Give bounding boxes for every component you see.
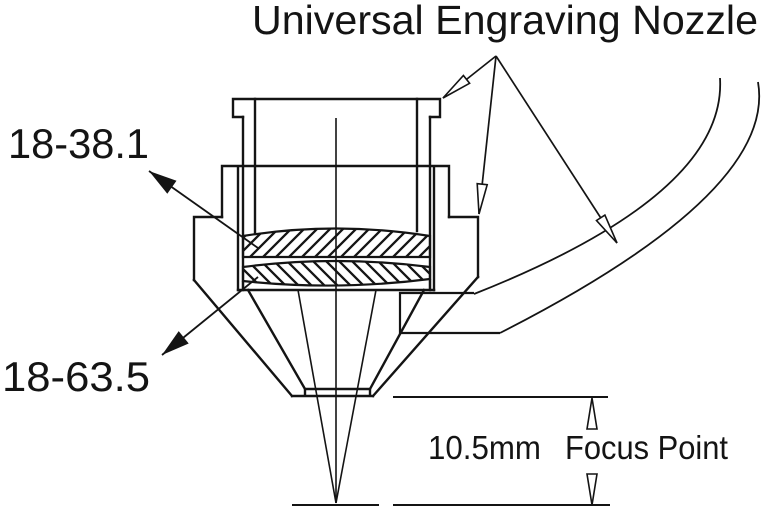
open-arrowhead-cap (442, 74, 471, 99)
mounting-assembly (398, 77, 761, 335)
mounting-block (398, 291, 500, 335)
nozzle-inner-cone (246, 288, 426, 391)
tube-arc-outer (473, 77, 721, 295)
nozzle-cone (192, 275, 480, 398)
open-arrowhead-dim-down (586, 473, 598, 506)
laser-beam-right (335, 289, 377, 504)
laser-beam-left (297, 289, 337, 504)
open-arrowhead-flange (476, 182, 489, 215)
nozzle-body-outline (192, 97, 480, 398)
skirt (192, 215, 480, 282)
label-focus-point: Focus Point (565, 429, 728, 466)
filled-arrowhead-lens-top (149, 171, 177, 194)
open-arrowhead-tube (595, 213, 618, 244)
lens-leader-lines (148, 170, 259, 356)
dimension-arrowheads (586, 397, 598, 506)
open-arrowhead-dim-up (586, 397, 598, 430)
beam-group (297, 118, 377, 504)
tube-arc-inner (499, 81, 761, 334)
label-focus-distance: 10.5mm (428, 429, 541, 466)
title-leader-arrowheads (442, 74, 618, 244)
cap-brim (231, 97, 442, 119)
cap-walls (241, 115, 432, 292)
lens-leader-arrowheads (149, 171, 189, 355)
diagram-title: Universal Engraving Nozzle (252, 0, 758, 43)
dimension-lines (292, 396, 610, 506)
leader-line-tube (495, 55, 618, 244)
label-lens-top: 18-38.1 (8, 120, 149, 167)
filled-arrowhead-lens-bottom (162, 331, 189, 355)
label-lens-bottom: 18-63.5 (2, 353, 150, 400)
